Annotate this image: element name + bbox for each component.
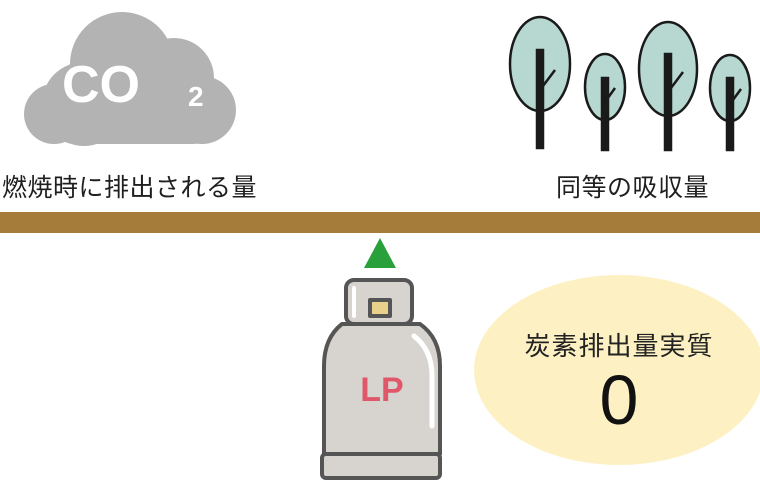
balloon-value: 0 xyxy=(599,361,639,439)
result-balloon xyxy=(474,275,760,465)
co2-cloud-icon: CO 2 xyxy=(24,12,236,146)
balance-beam xyxy=(0,212,760,233)
balloon-title: 炭素排出量実質 xyxy=(524,332,714,362)
trees-icon xyxy=(508,15,752,152)
gas-cylinder-icon: LP xyxy=(320,278,442,480)
co2-text: CO xyxy=(62,56,140,114)
tank-label: LP xyxy=(360,371,403,409)
right-caption: 同等の吸収量 xyxy=(556,173,710,202)
fulcrum-triangle-icon xyxy=(364,238,396,268)
co2-subscript: 2 xyxy=(188,81,204,112)
left-caption: 燃焼時に排出される量 xyxy=(2,173,258,202)
